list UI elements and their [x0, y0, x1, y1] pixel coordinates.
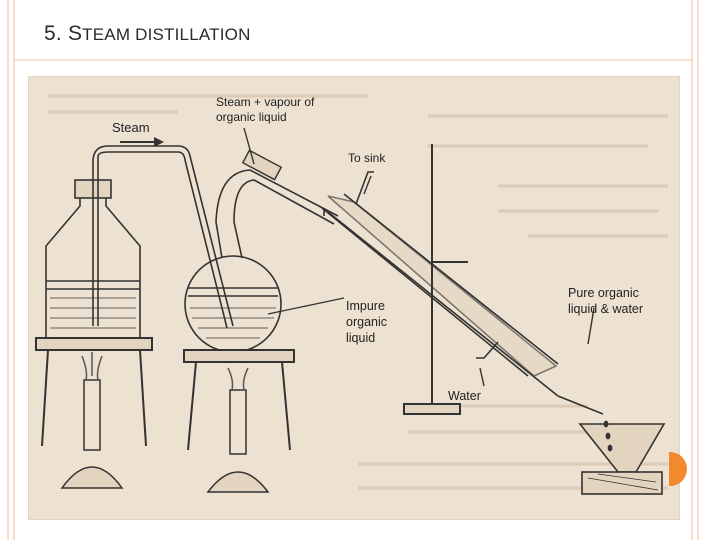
- label-steam-vapour-2: organic liquid: [216, 110, 287, 124]
- slide-title-initial: 5. S: [44, 22, 83, 45]
- label-pointers: [243, 127, 595, 387]
- distillation-flask: [184, 221, 282, 353]
- bunsen-burner-left: [60, 352, 124, 489]
- label-impure-2: organic: [346, 315, 387, 329]
- steam-tube: [92, 145, 234, 329]
- slide-accent-tab: [669, 452, 687, 486]
- label-water: Water: [448, 389, 481, 403]
- slide-title: 5. STEAM DISTILLATION: [44, 22, 251, 46]
- steam-arrow: [120, 137, 164, 147]
- label-to-sink: To sink: [348, 151, 386, 165]
- steam-generator: [45, 156, 141, 339]
- slide-title-rest: TEAM DISTILLATION: [82, 25, 251, 44]
- receiving-flask: [578, 423, 666, 495]
- label-impure-1: Impure: [346, 299, 385, 313]
- distillate-drops: [603, 420, 613, 452]
- label-steam: Steam: [112, 120, 150, 135]
- label-pure-1: Pure organic: [568, 286, 639, 300]
- figure-background: [28, 76, 680, 520]
- bunsen-burner-middle: [206, 367, 270, 493]
- label-pure-2: liquid & water: [568, 302, 643, 316]
- tripod-middle: [183, 349, 295, 451]
- delivery-tube: [215, 169, 339, 225]
- retort-stand: [403, 144, 468, 415]
- faint-background-text: [48, 94, 668, 490]
- label-steam-vapour-1: Steam + vapour of: [216, 95, 315, 109]
- steam-distillation-diagram: Steam Steam + vapour of organic liquid T…: [28, 76, 680, 520]
- tripod-left: [35, 337, 153, 447]
- condenser: [321, 171, 604, 415]
- label-impure-3: liquid: [346, 331, 375, 345]
